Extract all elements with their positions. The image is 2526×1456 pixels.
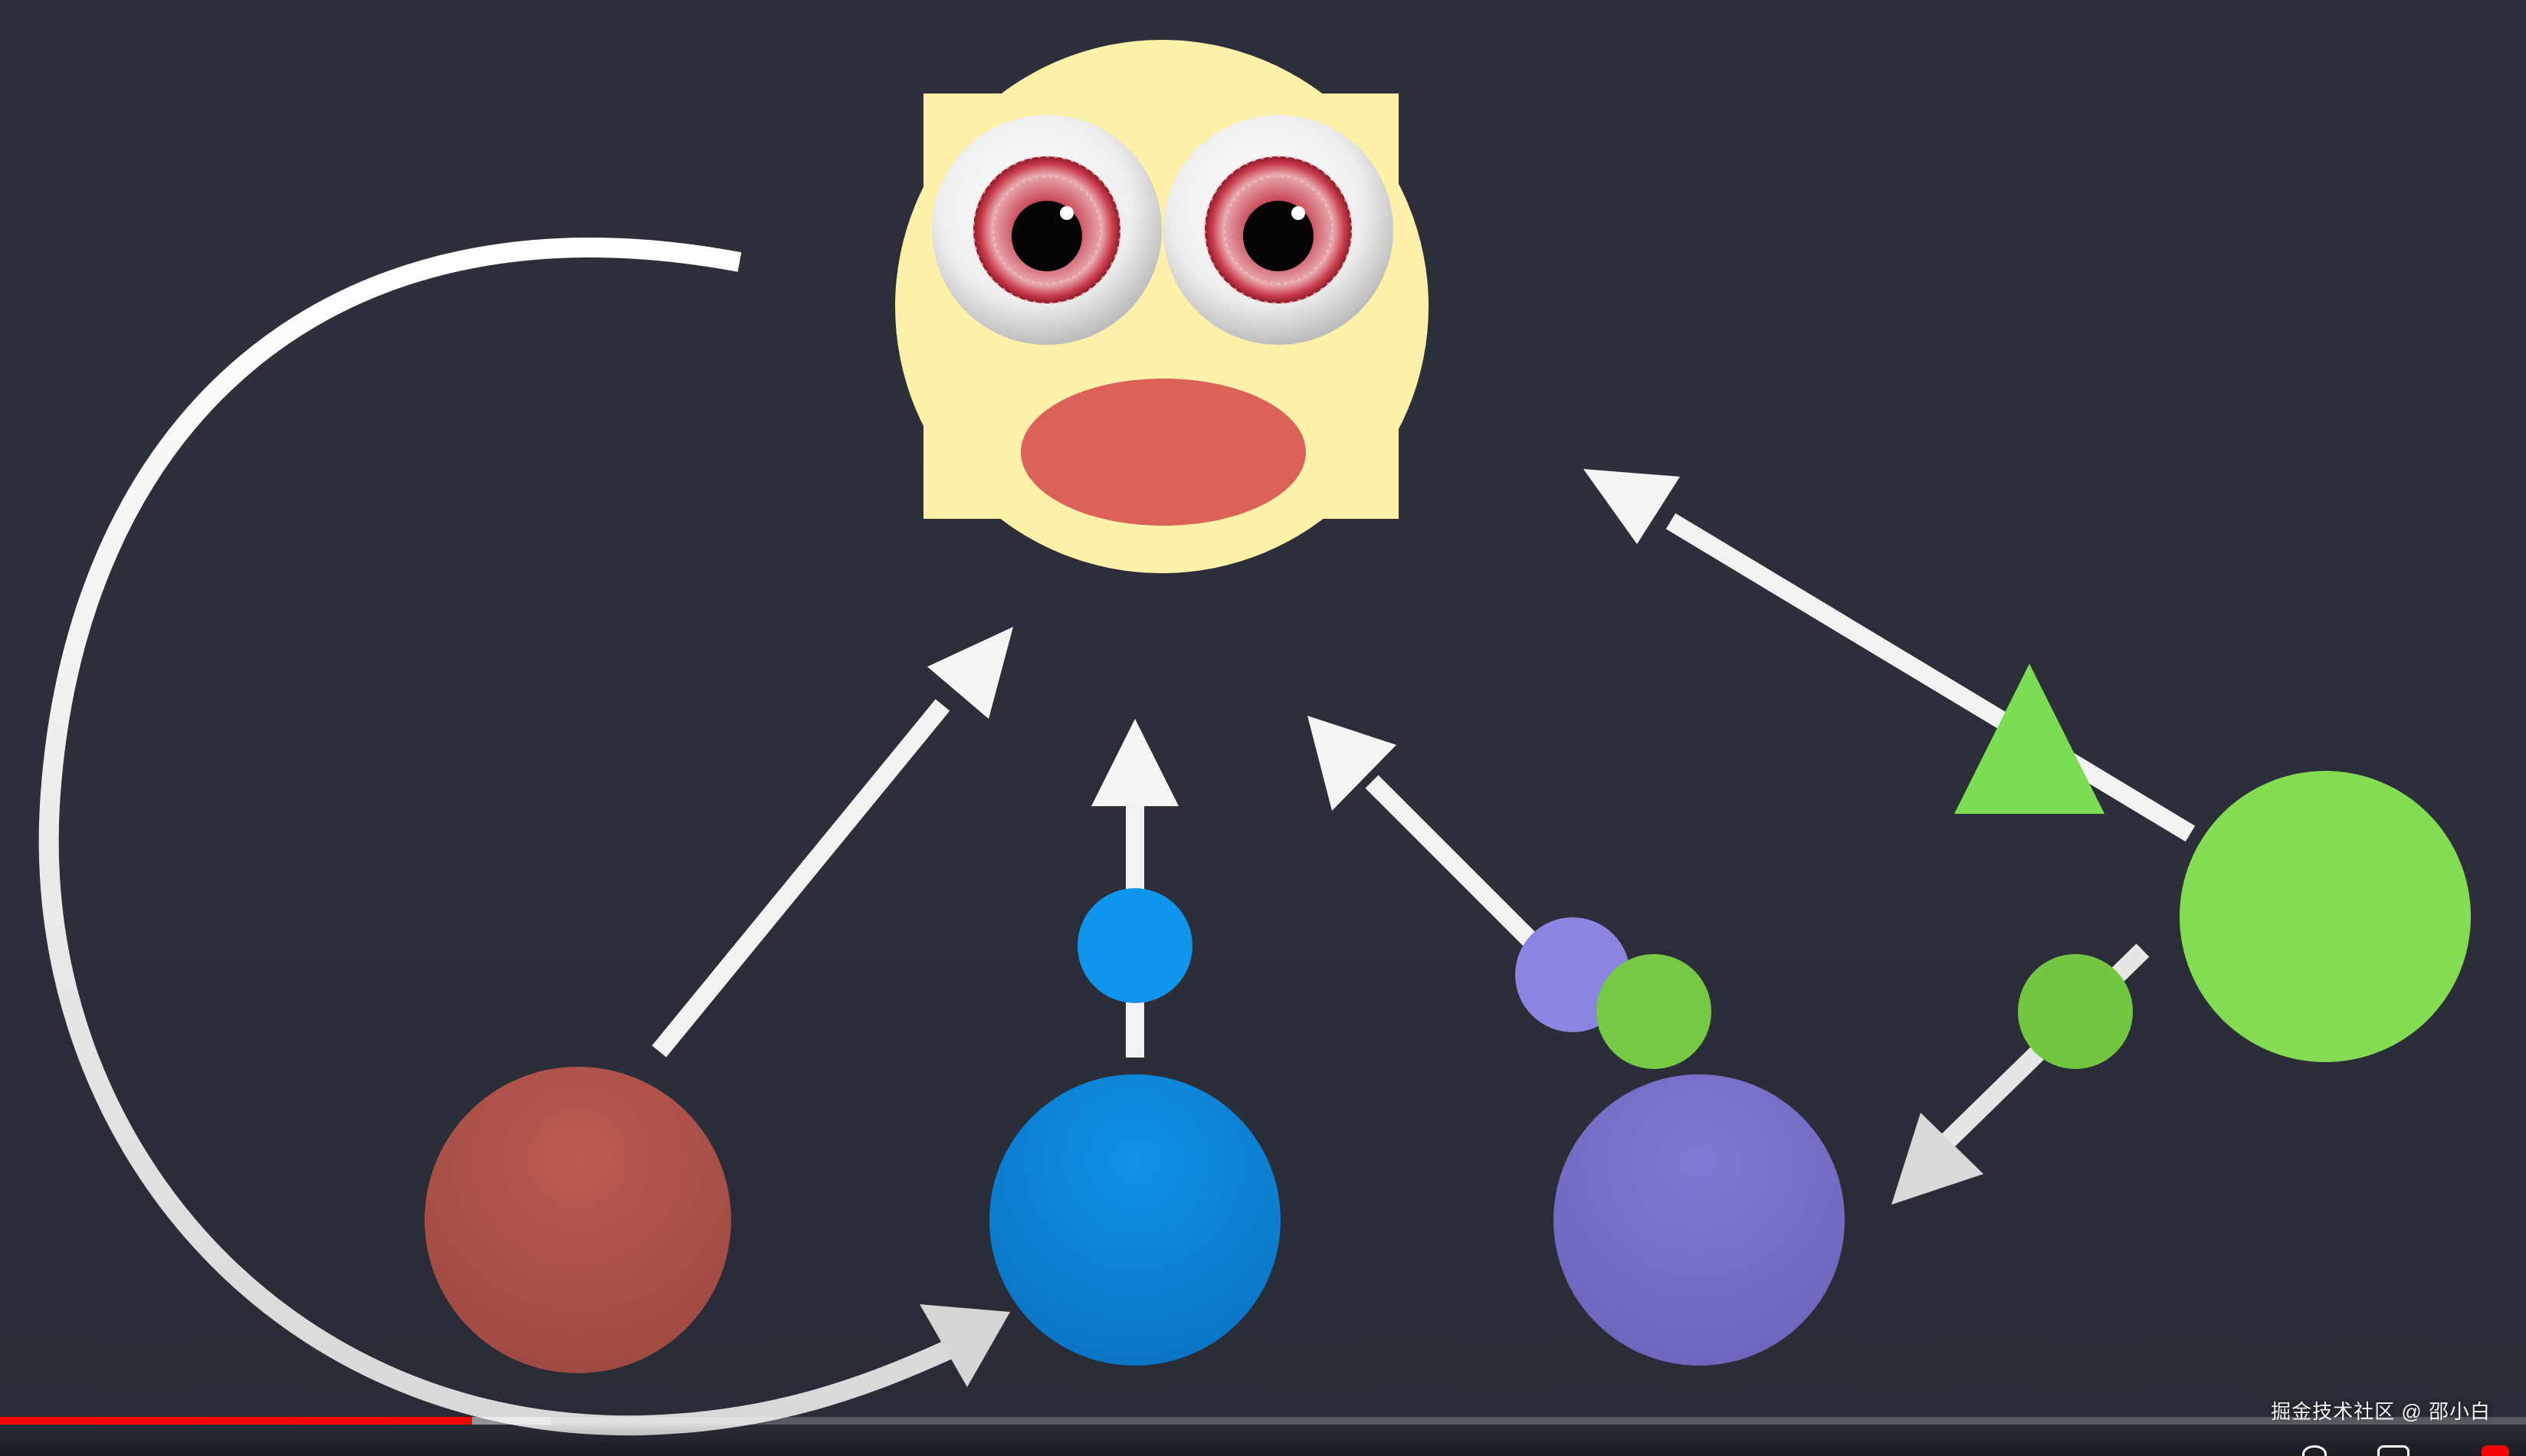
arrow-icon bbox=[1307, 716, 1547, 957]
mouth bbox=[1021, 379, 1306, 526]
theater-mode-icon[interactable] bbox=[2377, 1445, 2410, 1456]
small-green-circle bbox=[2018, 954, 2133, 1069]
curved-arrow-icon bbox=[38, 238, 1010, 1436]
right-googly-eye-icon bbox=[1163, 115, 1393, 345]
green-triangle bbox=[1954, 664, 2104, 814]
face-object bbox=[895, 40, 1429, 573]
player-controls bbox=[0, 1425, 2526, 1456]
settings-icon[interactable] bbox=[2302, 1445, 2327, 1456]
left-googly-eye-icon bbox=[932, 115, 1162, 345]
progress-played bbox=[0, 1417, 473, 1425]
purple-circle bbox=[1553, 1074, 1845, 1366]
youtube-logo-icon[interactable] bbox=[2482, 1445, 2509, 1456]
green-circle bbox=[2180, 771, 2471, 1062]
blue-circle bbox=[989, 1074, 1281, 1366]
red-circle bbox=[425, 1067, 731, 1373]
watermark: 掘金技术社区 @ 邵小白 bbox=[2271, 1400, 2491, 1423]
arrow-icon bbox=[1583, 469, 2196, 842]
small-blue-circle bbox=[1078, 888, 1192, 1003]
arrow-icon bbox=[651, 627, 1013, 1058]
small-green-circle bbox=[1596, 954, 1711, 1069]
video-progress-bar[interactable] bbox=[0, 1417, 2526, 1425]
